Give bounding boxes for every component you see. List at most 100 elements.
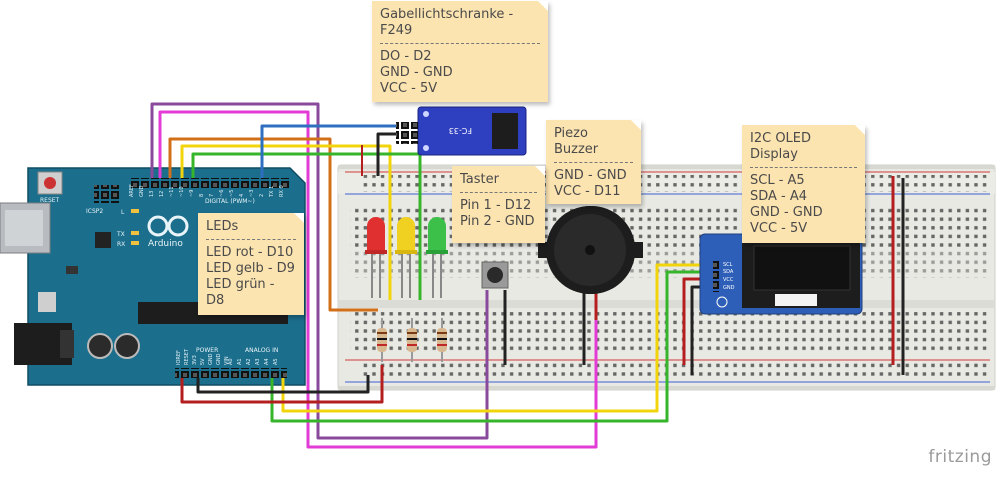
- note-line: LED gelb - D9: [206, 261, 295, 276]
- oled-pin-vcc: VCC: [723, 277, 734, 283]
- pin-label: ~5: [229, 190, 235, 197]
- digital-header-label: DIGITAL (PWM~): [205, 198, 255, 205]
- analog-header: [225, 368, 287, 378]
- wire-red-5v: [180, 365, 384, 404]
- note-title: Taster: [460, 172, 499, 187]
- fork-light-barrier: FC-33: [396, 106, 527, 156]
- pin-label: RESET: [184, 348, 190, 365]
- icsp-label: ICSP2: [86, 208, 103, 215]
- note-line: LED rot - D10: [206, 245, 294, 260]
- note-piezo-buzzer: Piezo Buzzer GND - GND VCC - D11: [546, 120, 641, 204]
- capacitor: [87, 333, 113, 359]
- note-divider: [206, 239, 296, 240]
- wire-orange-d10: [168, 137, 378, 312]
- led-red: [365, 217, 387, 298]
- pin-label: ~6: [219, 190, 225, 197]
- power-header: [175, 368, 237, 378]
- pin-label: A3: [255, 358, 261, 365]
- push-button: [481, 261, 509, 289]
- led-green: [426, 217, 448, 298]
- piezo-buzzer: [538, 205, 643, 294]
- pin-label: ~11: [169, 186, 175, 197]
- wire-yellow-a5: [281, 263, 720, 413]
- pin-label: A0: [228, 358, 234, 365]
- note-divider: [750, 167, 857, 168]
- oled-display: SCL SDA VCC GND: [699, 233, 863, 315]
- pin-label: GND: [139, 185, 145, 197]
- note-line: VCC - 5V: [380, 81, 438, 96]
- pin-label: AREF: [129, 184, 135, 197]
- pin-label: 3V3: [192, 355, 198, 365]
- pin-label: 4: [239, 194, 245, 197]
- pin-label: ~9: [189, 190, 195, 197]
- pin-label: ~3: [249, 190, 255, 197]
- led-yellow: [395, 217, 417, 298]
- note-divider: [554, 162, 633, 163]
- wire-yellow-d9: [180, 144, 392, 300]
- note-line: DO - D2: [380, 49, 432, 64]
- note-leds: LEDs LED rot - D10 LED gelb - D9 LED grü…: [198, 213, 304, 315]
- digital-header: [130, 178, 290, 188]
- note-line: SCL - A5: [750, 173, 805, 188]
- resistors: [377, 318, 447, 362]
- pin-label: TX 1: [269, 186, 275, 198]
- note-line: VCC - D11: [554, 184, 621, 199]
- pin-label: A2: [246, 358, 252, 365]
- arduino-logo: Arduino: [147, 215, 189, 249]
- note-line: LED grün - D8: [206, 277, 275, 308]
- pin-label: GND: [208, 353, 214, 365]
- pin-label: A1: [237, 358, 243, 365]
- pin-label: IOREF: [176, 350, 182, 365]
- wire-blue-d2: [260, 124, 396, 178]
- pin-label: RX 0: [279, 185, 285, 197]
- reset-label: RESET: [40, 197, 60, 204]
- brand-text: Arduino: [148, 239, 183, 249]
- analog-header-label: ANALOG IN: [245, 347, 278, 354]
- power-header-label: POWER: [196, 347, 218, 354]
- pin-label: 8: [199, 194, 205, 197]
- note-line: GND - GND: [380, 65, 453, 80]
- pin-label: VIN: [224, 356, 230, 365]
- note-line: VCC - 5V: [750, 221, 808, 236]
- note-title: Piezo Buzzer: [554, 126, 599, 157]
- note-oled-display: I2C OLED Display SCL - A5 SDA - A4 GND -…: [742, 125, 865, 243]
- wire-black-gnd: [196, 375, 370, 394]
- note-divider: [460, 192, 537, 193]
- wire-green-a4: [270, 270, 720, 423]
- pin-label: 5V: [200, 358, 206, 365]
- note-line: SDA - A4: [750, 189, 808, 204]
- note-title: I2C OLED Display: [750, 131, 812, 162]
- note-taster: Taster Pin 1 - D12 Pin 2 - GND: [452, 166, 545, 243]
- rx-label: RX: [117, 241, 125, 248]
- digital-pin-labels: AREF GND 13 12 ~11 ~10 ~9 8 7 ~6 ~5 4 ~3 2 TX 1 RX 0: [129, 184, 285, 198]
- pin-label: A4: [264, 358, 270, 365]
- wire-black-sensor-gnd: [376, 132, 396, 176]
- note-line: GND - GND: [750, 205, 823, 220]
- icsp-header: [94, 185, 120, 203]
- pin-label: ~10: [179, 186, 185, 197]
- note-gabellichtschranke: Gabellichtschranke - F249 DO - D2 GND - …: [372, 1, 548, 102]
- note-line: Pin 1 - D12: [460, 198, 532, 213]
- fritzing-watermark: fritzing: [928, 447, 992, 467]
- note-line: Pin 2 - GND: [460, 214, 535, 229]
- wire-green-d8: [191, 152, 422, 300]
- note-divider: [380, 43, 540, 44]
- pin-label: 13: [149, 191, 155, 197]
- capacitor: [114, 333, 140, 359]
- pin-label: 12: [159, 191, 165, 197]
- tx-label: TX: [116, 231, 125, 238]
- pin-label: GND: [216, 353, 222, 365]
- oled-pin-gnd: GND: [723, 285, 735, 291]
- wire-purple-d12: [150, 102, 489, 440]
- oled-pin-sda: SDA: [723, 269, 734, 275]
- pin-label: A5: [273, 358, 279, 365]
- sensor-label: FC-33: [449, 126, 472, 135]
- note-title: Gabellichtschranke - F249: [380, 7, 514, 38]
- oled-pin-scl: SCL: [723, 262, 733, 268]
- pin-label: 7: [209, 194, 215, 197]
- l-label: L: [121, 209, 125, 216]
- note-line: GND - GND: [554, 168, 627, 183]
- pin-label: 2: [259, 194, 265, 197]
